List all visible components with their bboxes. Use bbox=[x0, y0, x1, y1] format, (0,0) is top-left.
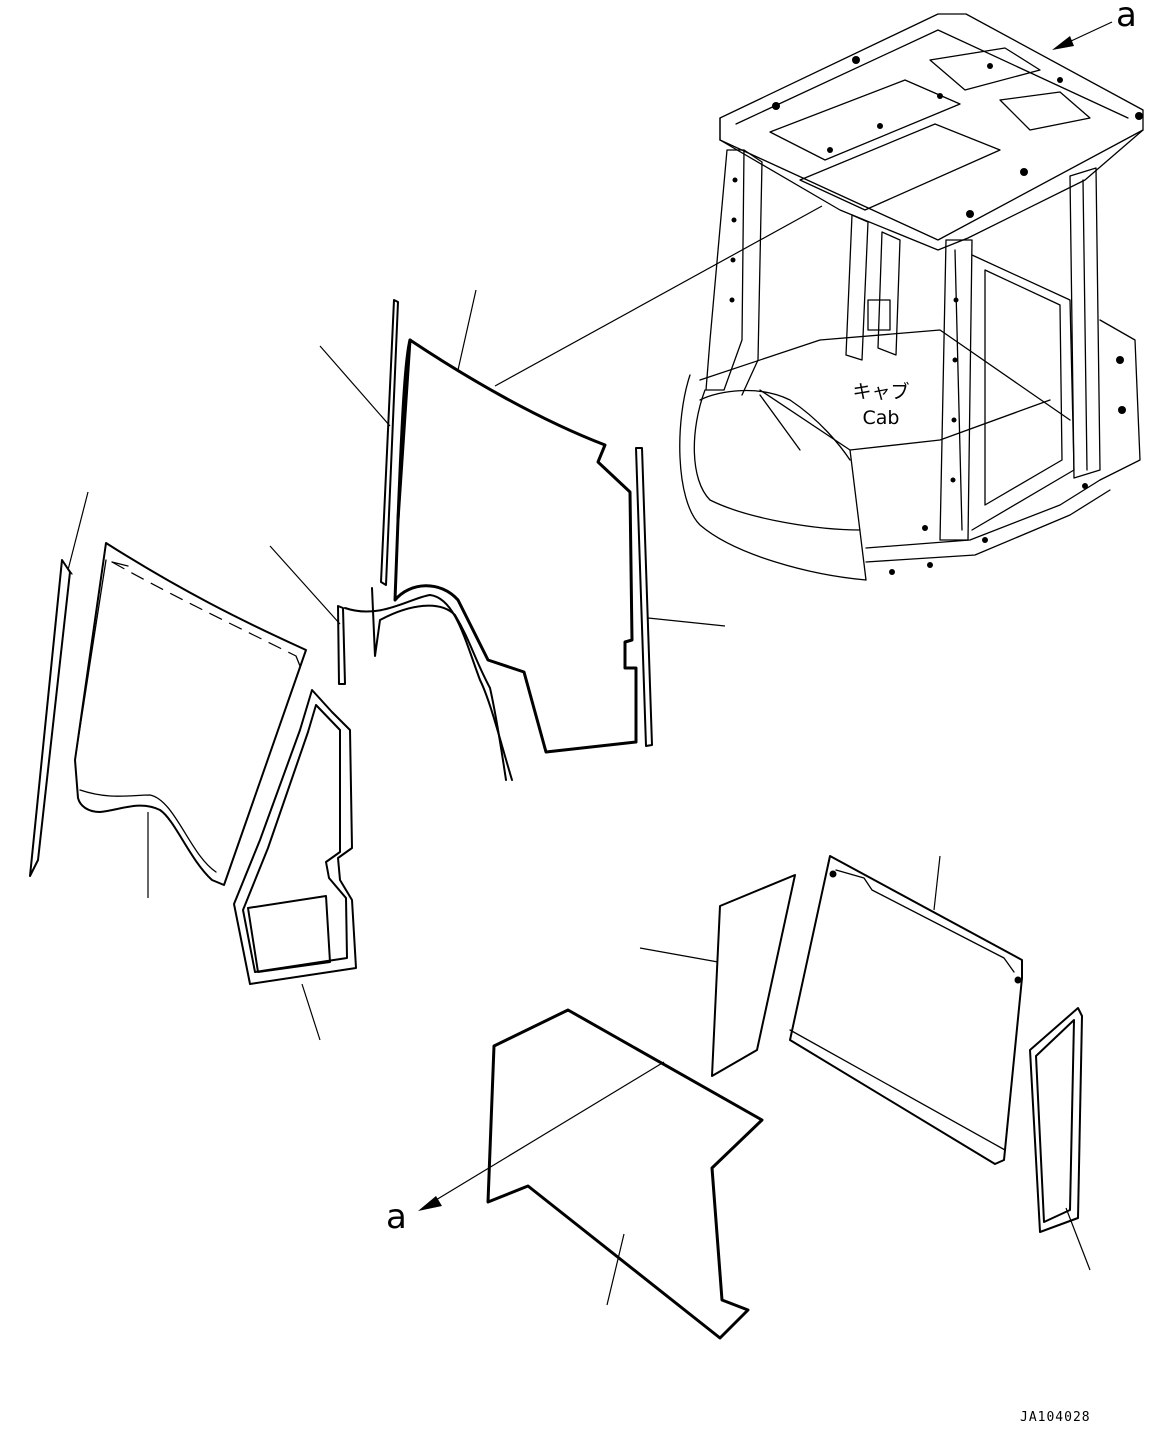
right-vertical-seal bbox=[635, 447, 653, 747]
reference-label-top: a bbox=[1116, 0, 1137, 35]
left-vertical-seal bbox=[380, 299, 399, 586]
reference-label-bottom: a bbox=[386, 1197, 407, 1237]
cab-label-jp: キャブ bbox=[852, 380, 909, 403]
door-frame-glass bbox=[233, 689, 357, 985]
reference-arrow-top: a bbox=[1052, 0, 1137, 50]
front-upper-glass bbox=[393, 338, 638, 754]
small-side-glass bbox=[711, 874, 796, 1077]
cab-frame: キャブ Cab bbox=[679, 13, 1144, 581]
narrow-rear-glass bbox=[1029, 1007, 1083, 1233]
cab-label-en: Cab bbox=[863, 407, 900, 429]
lower-curved-seal bbox=[337, 587, 513, 781]
rear-window-glass bbox=[486, 1008, 764, 1340]
guide-line-cab bbox=[494, 205, 823, 387]
left-door-glass bbox=[74, 542, 307, 886]
left-thin-panel bbox=[29, 559, 73, 877]
drawing-code: JA104028 bbox=[1020, 1410, 1091, 1425]
reference-arrow-bottom: a bbox=[386, 1061, 665, 1237]
rear-side-glass bbox=[789, 855, 1023, 1165]
